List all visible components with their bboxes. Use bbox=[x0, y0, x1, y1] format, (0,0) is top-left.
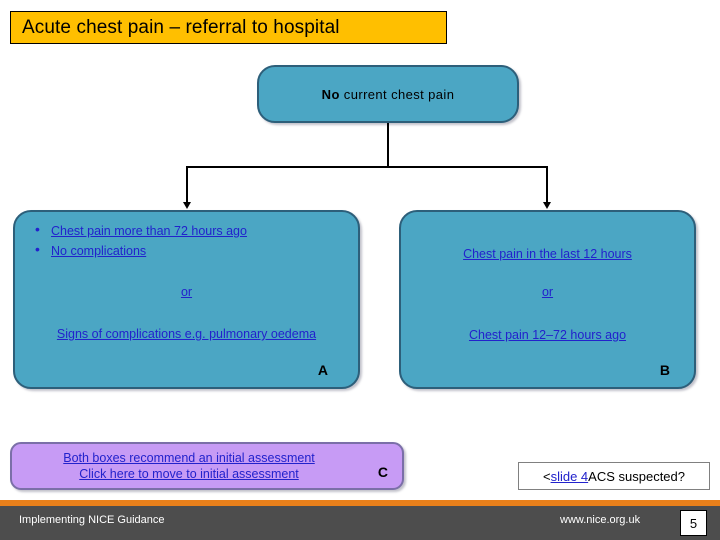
node-top-label-strong: No bbox=[321, 86, 340, 102]
footer-url: www.nice.org.uk bbox=[560, 514, 641, 526]
pathway-a-letter: A bbox=[317, 362, 328, 378]
node-initial-assessment-link[interactable]: Both boxes recommend an initial assessme… bbox=[10, 442, 404, 490]
slide-link-prefix: < bbox=[542, 468, 551, 484]
connector-left-arrowhead bbox=[183, 202, 191, 209]
list-item[interactable]: Chest pain more than 72 hours ago bbox=[33, 221, 247, 240]
pathway-b-tail[interactable]: Chest pain 12–72 hours ago bbox=[468, 328, 627, 342]
node-top-label-rest: current chest pain bbox=[339, 86, 455, 102]
node-pathway-a[interactable]: Chest pain more than 72 hours ago No com… bbox=[13, 210, 360, 389]
pathway-b-conjunction-row: or bbox=[401, 283, 694, 301]
slide-title-bar: Acute chest pain – referral to hospital bbox=[10, 11, 447, 44]
pathway-b-head[interactable]: Chest pain in the last 12 hours bbox=[463, 247, 632, 261]
slide-link-suffix: ACS suspected? bbox=[588, 468, 685, 484]
footer-left-text: Implementing NICE Guidance bbox=[19, 514, 165, 526]
pathway-b-head-row: Chest pain in the last 12 hours bbox=[401, 245, 694, 263]
pathway-b-letter: B bbox=[659, 362, 670, 378]
pathway-a-tail-row: Signs of complications e.g. pulmonary oe… bbox=[15, 325, 358, 343]
pathway-b-tail-row: Chest pain 12–72 hours ago bbox=[401, 326, 694, 344]
box-c-line2[interactable]: Click here to move to initial assessment bbox=[79, 467, 299, 481]
pathway-a-conjunction[interactable]: or bbox=[180, 285, 193, 299]
page-number-badge: 5 bbox=[680, 510, 707, 536]
footer-accent-rule bbox=[0, 500, 720, 506]
box-c-letter: C bbox=[377, 464, 388, 480]
connector-stem bbox=[387, 123, 389, 167]
slide-4-nav-link[interactable]: < slide 4 ACS suspected? bbox=[518, 462, 710, 490]
pathway-a-bullet-list: Chest pain more than 72 hours ago No com… bbox=[33, 221, 247, 262]
pathway-a-conjunction-row: or bbox=[15, 283, 358, 301]
list-item[interactable]: No complications bbox=[33, 241, 247, 260]
node-pathway-b[interactable]: Chest pain in the last 12 hours or Chest… bbox=[399, 210, 696, 389]
pathway-a-tail[interactable]: Signs of complications e.g. pulmonary oe… bbox=[56, 327, 317, 341]
slide-link-text[interactable]: slide 4 bbox=[550, 468, 589, 484]
connector-left-drop bbox=[186, 166, 188, 203]
node-top-label: No current chest pain bbox=[322, 87, 455, 102]
connector-right-drop bbox=[546, 166, 548, 203]
connector-crossbar bbox=[186, 166, 548, 168]
page-number-value: 5 bbox=[689, 515, 698, 531]
pathway-b-conjunction[interactable]: or bbox=[541, 285, 554, 299]
pathway-a-bullet-0[interactable]: Chest pain more than 72 hours ago bbox=[51, 224, 247, 238]
box-c-line1-row: Both boxes recommend an initial assessme… bbox=[12, 449, 402, 467]
box-c-line1[interactable]: Both boxes recommend an initial assessme… bbox=[63, 451, 315, 465]
connector-right-arrowhead bbox=[543, 202, 551, 209]
pathway-a-bullet-1[interactable]: No complications bbox=[51, 244, 147, 258]
node-no-current-chest-pain[interactable]: No current chest pain bbox=[257, 65, 519, 123]
page-title: Acute chest pain – referral to hospital bbox=[22, 16, 340, 38]
box-c-line2-row: Click here to move to initial assessment bbox=[12, 465, 402, 483]
footer-bar bbox=[0, 506, 720, 540]
